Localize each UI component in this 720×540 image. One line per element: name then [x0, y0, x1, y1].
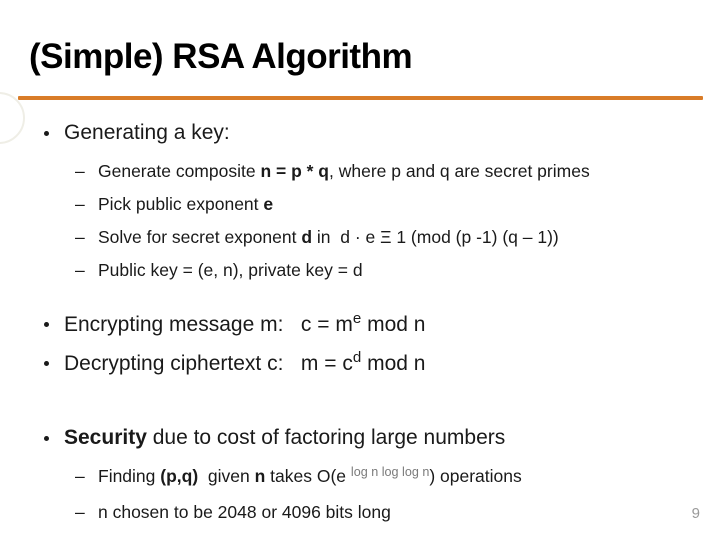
page-number: 9 — [691, 505, 700, 522]
dash-marker: – — [75, 466, 85, 486]
dash-marker: – — [75, 194, 85, 214]
dash-marker: – — [75, 227, 85, 247]
sub-bullet-public-private-key: – Public key = (e, n), private key = d — [0, 254, 720, 287]
sub-bullet-text: Finding (p,q) given n takes O(e log n lo… — [98, 464, 522, 486]
title-underline — [18, 96, 703, 100]
bullet-dot-icon — [44, 322, 49, 327]
dash-marker: – — [75, 502, 85, 522]
bullet-item-security: Security due to cost of factoring large … — [0, 424, 720, 452]
dash-marker: – — [75, 260, 85, 280]
bullet-item-encrypting: Encrypting message m: c = me mod n — [0, 306, 720, 345]
sub-bullet-text: Generate composite n = p * q, where p an… — [98, 161, 590, 181]
section-security: Security due to cost of factoring large … — [0, 424, 720, 529]
sub-bullet-secret-exponent: – Solve for secret exponent d in d · e Ξ… — [0, 221, 720, 254]
section-encrypt-decrypt: Encrypting message m: c = me mod n Decry… — [0, 306, 720, 384]
section-key-generation: Generating a key: – Generate composite n… — [0, 119, 720, 287]
bullet-text: Generating a key: — [64, 121, 230, 144]
sub-bullet-text: Solve for secret exponent d in d · e Ξ 1… — [98, 227, 559, 247]
sub-bullet-factoring-cost: – Finding (p,q) given n takes O(e log n … — [0, 459, 720, 495]
sub-bullet-generate-composite: – Generate composite n = p * q, where p … — [0, 155, 720, 188]
keygen-sublist: – Generate composite n = p * q, where p … — [0, 155, 720, 287]
sub-bullet-public-exponent: – Pick public exponent e — [0, 188, 720, 221]
sub-bullet-text: Pick public exponent e — [98, 194, 274, 214]
bullet-text: Security due to cost of factoring large … — [64, 426, 506, 449]
security-sublist: – Finding (p,q) given n takes O(e log n … — [0, 459, 720, 529]
bullet-text: Encrypting message m: c = me mod n — [64, 310, 426, 336]
sub-bullet-key-length: – n chosen to be 2048 or 4096 bits long — [0, 495, 720, 529]
sub-bullet-text: n chosen to be 2048 or 4096 bits long — [98, 502, 391, 522]
bullet-dot-icon — [44, 131, 49, 136]
bullet-item-decrypting: Decrypting ciphertext c: m = cd mod n — [0, 345, 720, 384]
bullet-item-generating-key: Generating a key: — [0, 119, 720, 147]
bullet-dot-icon — [44, 436, 49, 441]
bullet-dot-icon — [44, 361, 49, 366]
slide-title: (Simple) RSA Algorithm — [29, 37, 413, 76]
bullet-text: Decrypting ciphertext c: m = cd mod n — [64, 349, 426, 375]
dash-marker: – — [75, 161, 85, 181]
sub-bullet-text: Public key = (e, n), private key = d — [98, 260, 363, 280]
